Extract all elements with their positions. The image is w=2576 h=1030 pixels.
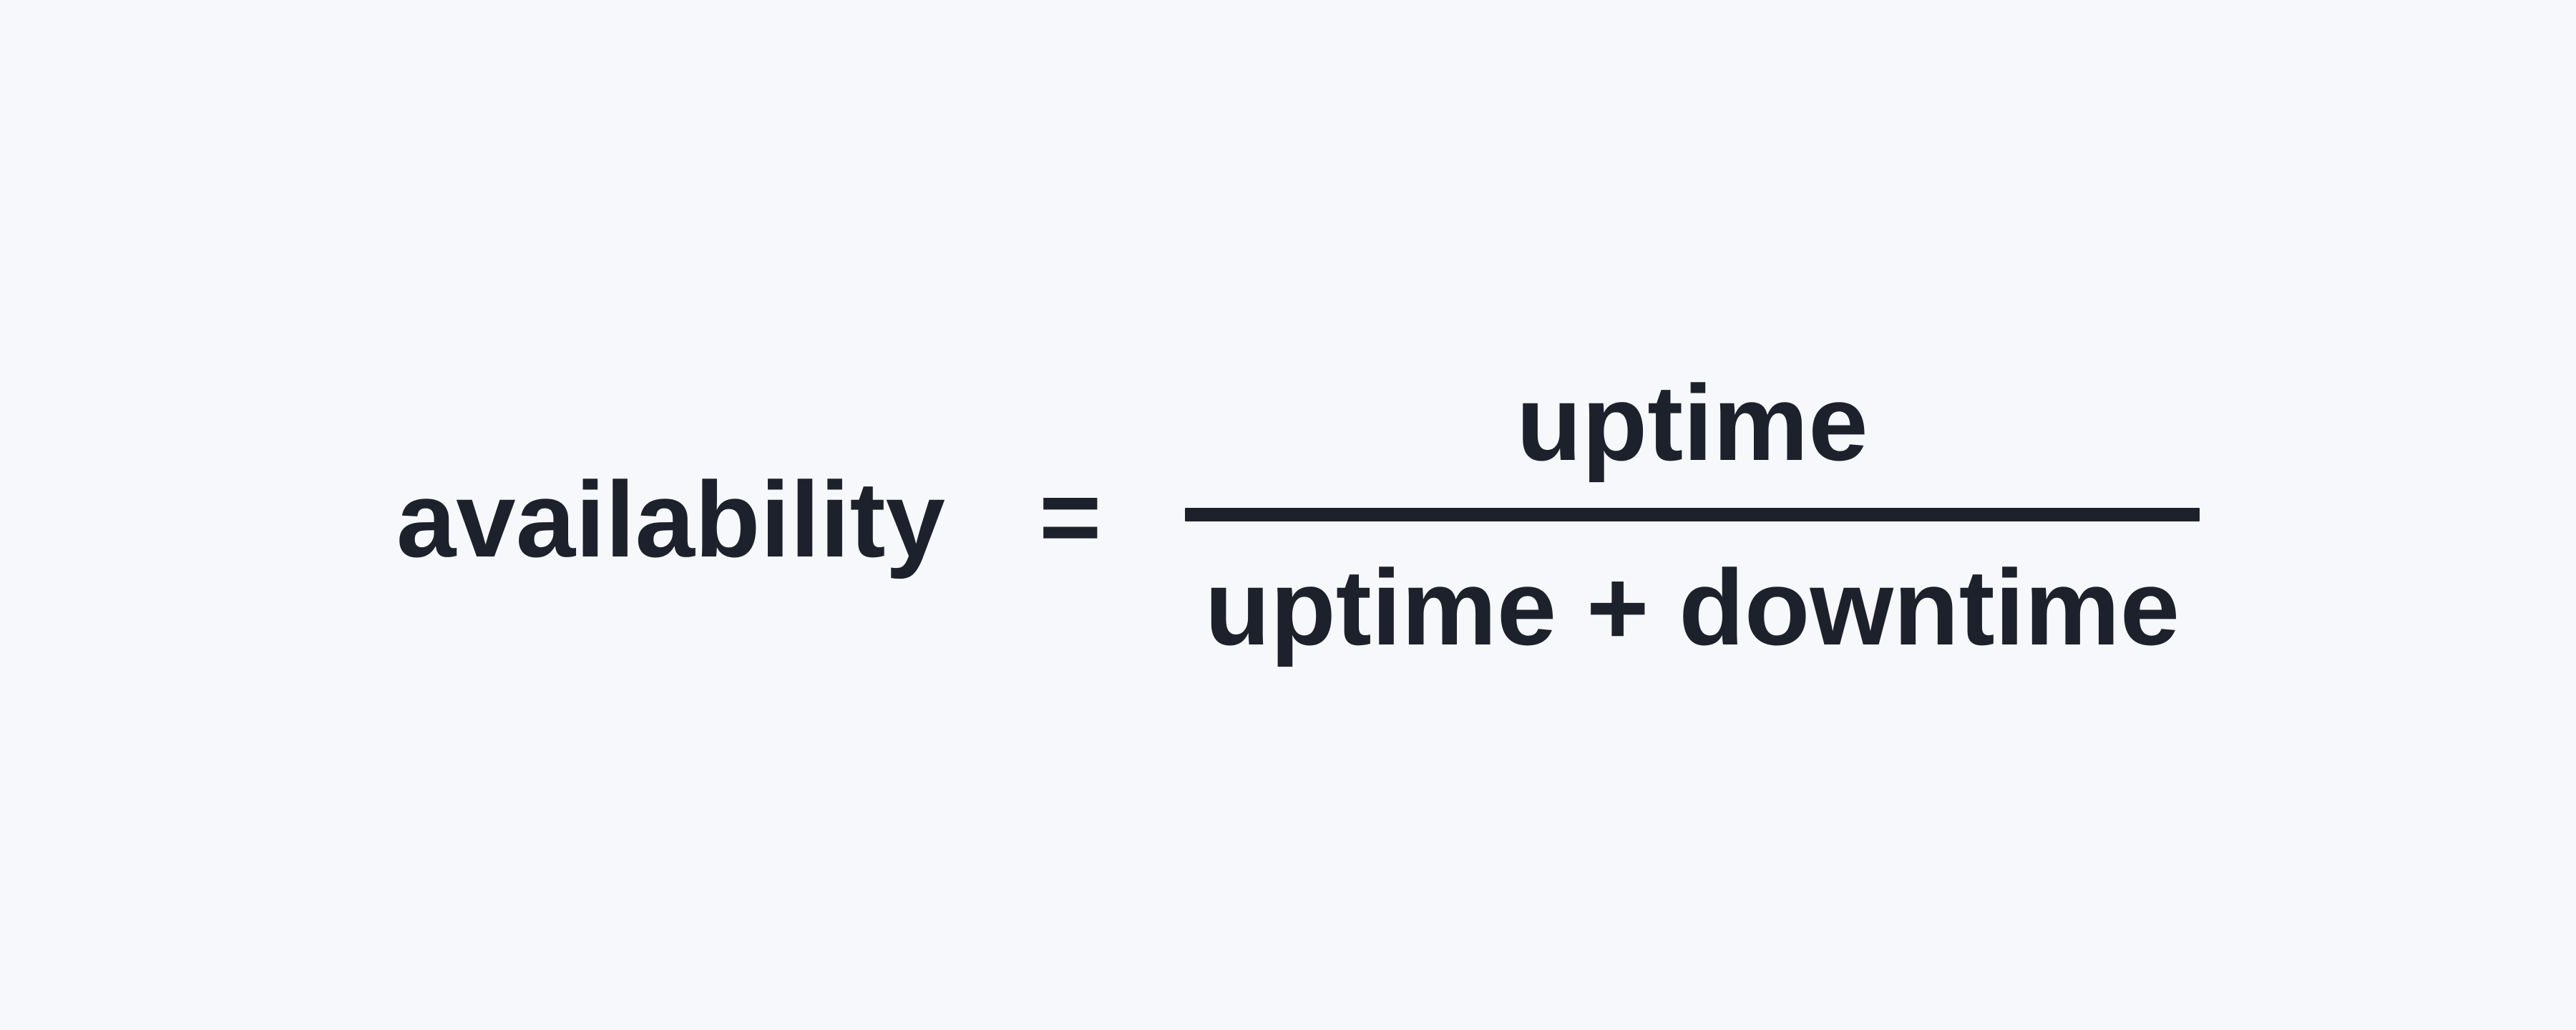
fraction-bar [1184, 507, 2200, 521]
fraction-denominator: uptime + downtime [1204, 546, 2180, 667]
fraction-numerator: uptime [1516, 362, 1868, 483]
fraction: uptime uptime + downtime [1184, 362, 2200, 667]
equals-sign: = [1038, 456, 1102, 577]
formula-lhs: availability [396, 458, 945, 579]
